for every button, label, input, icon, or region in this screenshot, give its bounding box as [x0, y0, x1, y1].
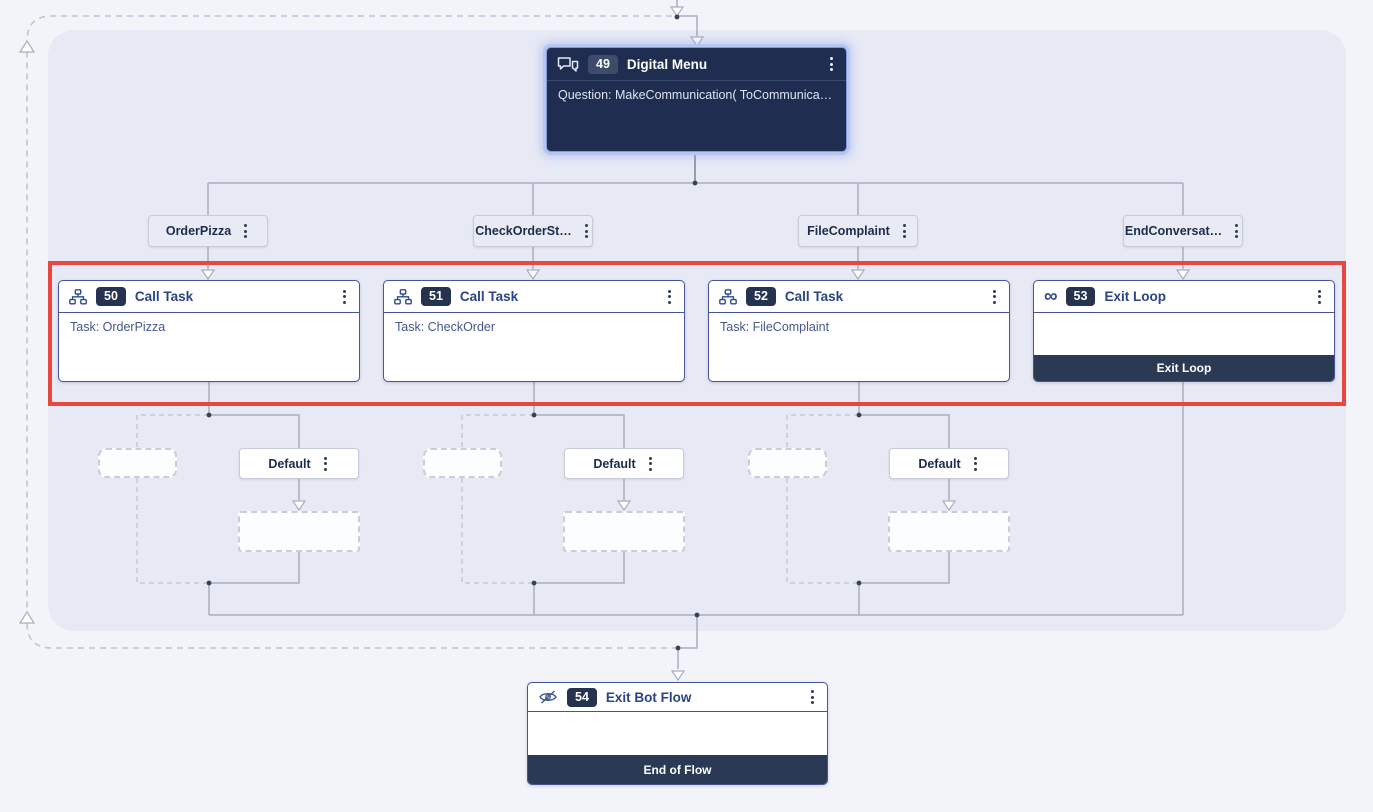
node-title: Exit Bot Flow [605, 689, 692, 705]
node-body-text: Task: OrderPizza [70, 320, 166, 334]
branch-label-filecomplaint[interactable]: FileComplaint [798, 215, 918, 247]
kebab-menu-icon[interactable] [646, 453, 655, 475]
branch-label-endconversation[interactable]: EndConversat… [1123, 215, 1243, 247]
default-label-text: Default [268, 456, 311, 471]
node-call-task-51[interactable]: 51 Call Task Task: CheckOrder [383, 280, 685, 382]
node-exit-bot-flow-54[interactable]: 54 Exit Bot Flow End of Flow [527, 682, 828, 785]
branch-label-orderpizza[interactable]: OrderPizza [148, 215, 268, 247]
dashed-branch-edges [136, 414, 859, 584]
default-label-text: Default [918, 456, 961, 471]
empty-branch-slot[interactable] [98, 448, 177, 478]
empty-node-slot[interactable] [238, 511, 360, 552]
kebab-menu-icon[interactable] [808, 686, 817, 708]
empty-node-slot[interactable] [888, 511, 1010, 552]
kebab-menu-icon[interactable] [665, 286, 674, 308]
kebab-menu-icon[interactable] [827, 53, 836, 75]
node-header: 52 Call Task [709, 281, 1009, 313]
kebab-menu-icon[interactable] [340, 286, 349, 308]
node-header: 50 Call Task [59, 281, 359, 313]
branch-label-text: EndConversat… [1124, 224, 1223, 238]
default-branch-label[interactable]: Default [239, 448, 359, 479]
sitemap-icon [394, 288, 412, 305]
solid-edges [207, 0, 1184, 669]
default-branch-label[interactable]: Default [564, 448, 684, 479]
node-footer-label: End of Flow [528, 755, 827, 784]
node-body-text: Task: FileComplaint [720, 320, 830, 334]
node-call-task-52[interactable]: 52 Call Task Task: FileComplaint [708, 280, 1010, 382]
kebab-menu-icon[interactable] [1232, 220, 1241, 242]
branch-label-text: FileComplaint [807, 224, 890, 238]
junction-dots [206, 14, 862, 651]
kebab-menu-icon[interactable] [971, 453, 980, 475]
branch-label-text: CheckOrderSt… [475, 224, 572, 238]
node-header: 51 Call Task [384, 281, 684, 313]
node-header: ∞ 53 Exit Loop [1034, 281, 1334, 313]
node-header: 49 Digital Menu [547, 48, 846, 81]
default-label-text: Default [593, 456, 636, 471]
node-body-text: Question: MakeCommunication( ToCommunica… [558, 88, 833, 102]
node-header: 54 Exit Bot Flow [528, 683, 827, 712]
node-title: Call Task [784, 289, 844, 304]
kebab-menu-icon[interactable] [582, 220, 591, 242]
kebab-menu-icon[interactable] [1315, 286, 1324, 308]
default-branch-label[interactable]: Default [889, 448, 1009, 479]
sitemap-icon [719, 288, 737, 305]
node-id-badge: 53 [1065, 287, 1096, 306]
node-call-task-50[interactable]: 50 Call Task Task: OrderPizza [58, 280, 360, 382]
node-title: Exit Loop [1104, 289, 1166, 304]
empty-branch-slot[interactable] [748, 448, 827, 478]
node-id-badge: 51 [421, 287, 451, 306]
node-digital-menu[interactable]: 49 Digital Menu Question: MakeCommunicat… [546, 47, 847, 152]
sitemap-icon [69, 288, 87, 305]
branch-label-checkorderstatus[interactable]: CheckOrderSt… [473, 215, 593, 247]
node-exit-loop-53[interactable]: ∞ 53 Exit Loop Exit Loop [1033, 280, 1335, 382]
eye-slash-icon [538, 689, 558, 705]
branch-label-text: OrderPizza [165, 224, 232, 238]
kebab-menu-icon[interactable] [900, 220, 909, 242]
kebab-menu-icon[interactable] [321, 453, 330, 475]
node-id-badge: 50 [96, 287, 126, 306]
node-title: Call Task [134, 289, 194, 304]
node-body-text [528, 712, 827, 726]
infinity-icon: ∞ [1044, 285, 1058, 307]
node-id-badge: 54 [567, 687, 597, 707]
node-body-text: Task: CheckOrder [395, 320, 496, 334]
arrowheads [18, 6, 1191, 682]
node-body-text [1034, 313, 1334, 327]
chat-bubbles-icon [557, 56, 579, 73]
node-title: Call Task [459, 289, 519, 304]
node-id-badge: 52 [746, 287, 776, 306]
empty-node-slot[interactable] [563, 511, 685, 552]
node-id-badge: 49 [588, 54, 618, 74]
kebab-menu-icon[interactable] [990, 286, 999, 308]
empty-branch-slot[interactable] [423, 448, 502, 478]
node-title: Digital Menu [626, 56, 708, 72]
node-footer-label: Exit Loop [1034, 355, 1334, 381]
loop-back-edge [26, 15, 678, 649]
kebab-menu-icon[interactable] [241, 220, 250, 242]
